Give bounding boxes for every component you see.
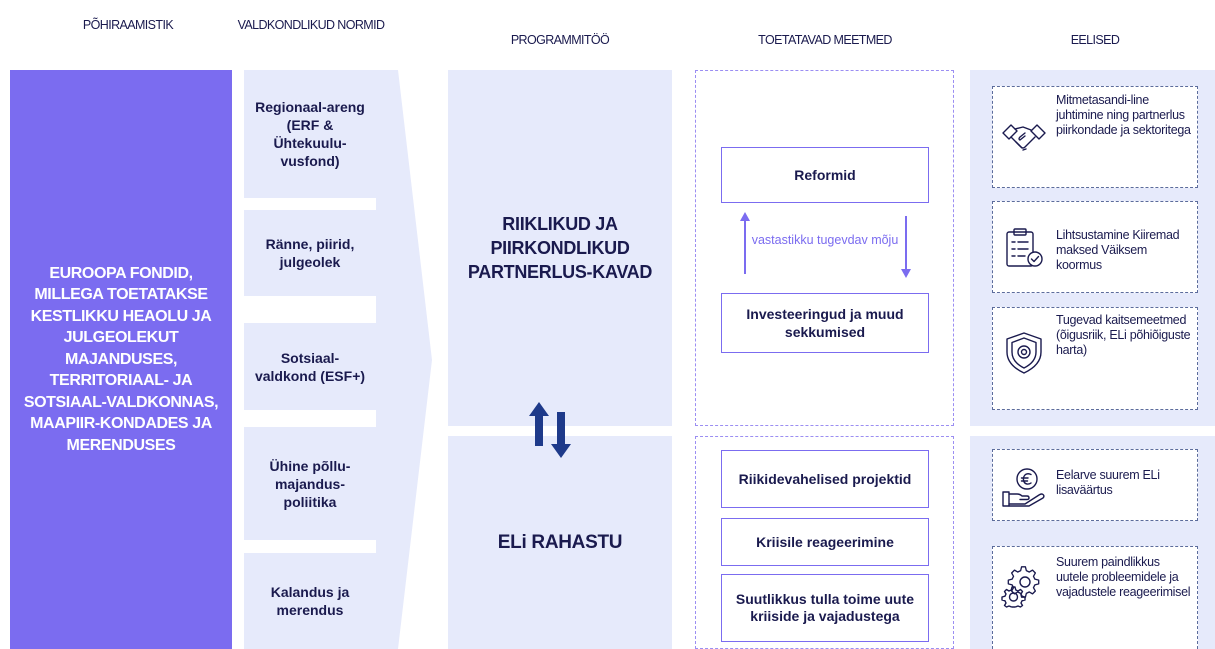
norm-social-sector: Sotsiaal-valdkond (ESF+) xyxy=(244,323,376,410)
reforms-box: Reformid xyxy=(721,147,929,203)
mutual-effect-label: vastastikku tugevdav mõju xyxy=(751,233,899,247)
benefit-eu-added-value: Eelarve suurem ELi lisaväärtus xyxy=(992,449,1198,521)
norm-migration-borders-security: Ränne, piirid, julgeolek xyxy=(244,210,376,296)
benefit-text: Tugevad kaitsemeetmed (õigusriik, ELi põ… xyxy=(1056,313,1191,357)
cross-border-projects-box: Riikidevahelised projektid xyxy=(721,450,929,508)
eu-funding-box: ELi RAHASTU xyxy=(448,436,672,649)
crisis-capacity-box: Suutlikkus tulla toime uute kriiside ja … xyxy=(721,574,929,642)
up-down-arrows-icon xyxy=(529,402,571,458)
benefit-text: Eelarve suurem ELi lisaväärtus xyxy=(1056,468,1160,497)
benefit-text: Lihtsustamine Kiiremad maksed Väiksem ko… xyxy=(1056,228,1180,272)
checklist-icon xyxy=(1006,228,1043,267)
chevron-arrow xyxy=(376,70,432,649)
benefit-multilevel-governance: Mitmetasandi-line juhtimine ning partner… xyxy=(992,86,1198,188)
header-benefits: EELISED xyxy=(1070,33,1120,47)
gears-icon xyxy=(1001,566,1040,608)
norm-fisheries-maritime: Kalandus ja merendus xyxy=(244,553,376,649)
header-sector-norms: VALDKONDLIKUD NORMID xyxy=(237,18,385,32)
benefit-flexibility: Suurem paindlikkus uutele probleemidele … xyxy=(992,546,1198,649)
benefit-text: Suurem paindlikkus uutele probleemidele … xyxy=(1056,555,1191,599)
crisis-response-box: Kriisile reageerimine xyxy=(721,518,929,566)
measures-upper-region xyxy=(695,70,954,426)
benefit-text: Mitmetasandi-line juhtimine ning partner… xyxy=(1056,93,1191,137)
handshake-icon xyxy=(1002,124,1046,151)
investments-box: Investeeringud ja muud sekkumised xyxy=(721,293,929,353)
header-programming: PROGRAMMITÖÖ xyxy=(510,33,610,47)
norm-regional-development: Regionaal-areng (ERF & Ühtekuulu-vusfond… xyxy=(244,70,376,198)
header-main-objective: PÕHIRAAMISTIK xyxy=(82,18,174,32)
shield-icon xyxy=(1006,332,1042,374)
arrow-down-icon xyxy=(901,216,911,278)
benefit-safeguards: Tugevad kaitsemeetmed (õigusriik, ELi põ… xyxy=(992,307,1198,410)
european-funds-block: EUROOPA FONDID, MILLEGA TOETATAKSE KESTL… xyxy=(10,70,232,649)
euro-hand-icon xyxy=(1002,468,1045,507)
arrow-up-icon xyxy=(740,212,750,274)
benefit-simplification: Lihtsustamine Kiiremad maksed Väiksem ko… xyxy=(992,201,1198,293)
norm-common-agricultural-policy: Ühine põllu-majandus-poliitika xyxy=(244,427,376,540)
header-supported-measures: TOETATAVAD MEETMED xyxy=(758,33,892,47)
partnership-plans-box: RIIKLIKUD JA PIIRKONDLIKUD PARTNERLUS-KA… xyxy=(448,70,672,426)
